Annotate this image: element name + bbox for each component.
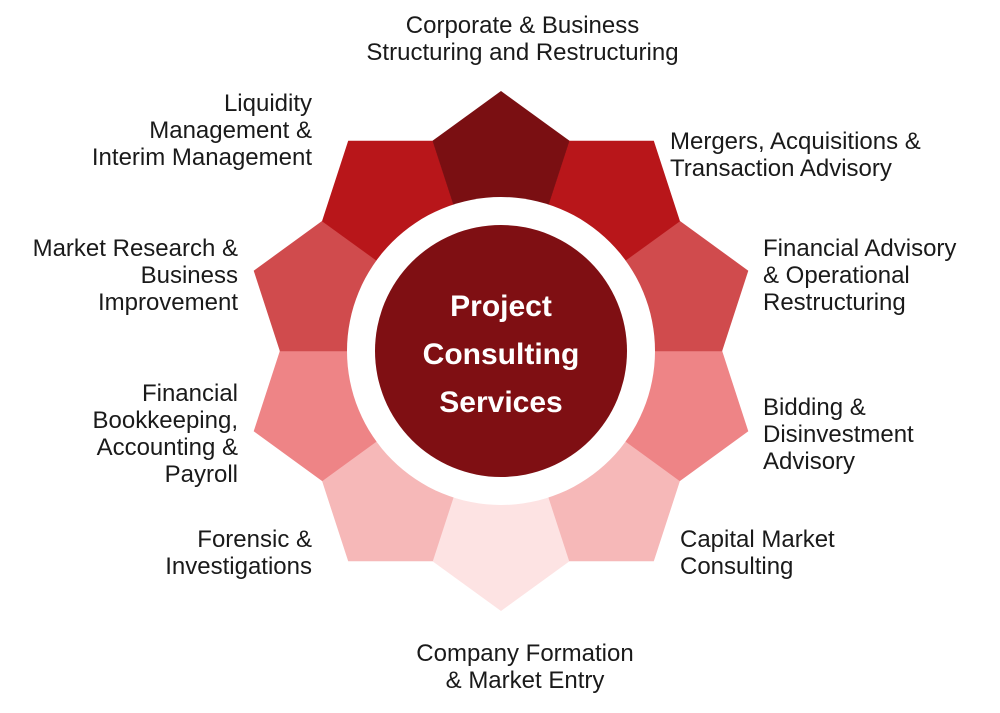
petal-0 (432, 91, 570, 222)
label-capital-market: Capital Market Consulting (680, 526, 835, 580)
label-market-research: Market Research & Business Improvement (32, 235, 238, 316)
petal-5 (432, 480, 570, 611)
label-company-formation: Company Formation & Market Entry (416, 640, 634, 694)
label-liquidity: Liquidity Management & Interim Managemen… (91, 90, 312, 171)
center-title: Project Consulting Services (422, 290, 580, 419)
label-financial-advisory: Financial Advisory & Operational Restruc… (763, 235, 957, 316)
label-corporate-structuring: Corporate & Business Structuring and Res… (366, 12, 679, 66)
label-bidding-disinvestment: Bidding & Disinvestment Advisory (763, 394, 914, 475)
label-bookkeeping: Financial Bookkeeping, Accounting & Payr… (92, 380, 238, 488)
label-mergers-acquisitions: Mergers, Acquisitions & Transaction Advi… (670, 128, 921, 182)
center-circle (375, 225, 627, 477)
label-forensic: Forensic & Investigations (165, 526, 312, 580)
